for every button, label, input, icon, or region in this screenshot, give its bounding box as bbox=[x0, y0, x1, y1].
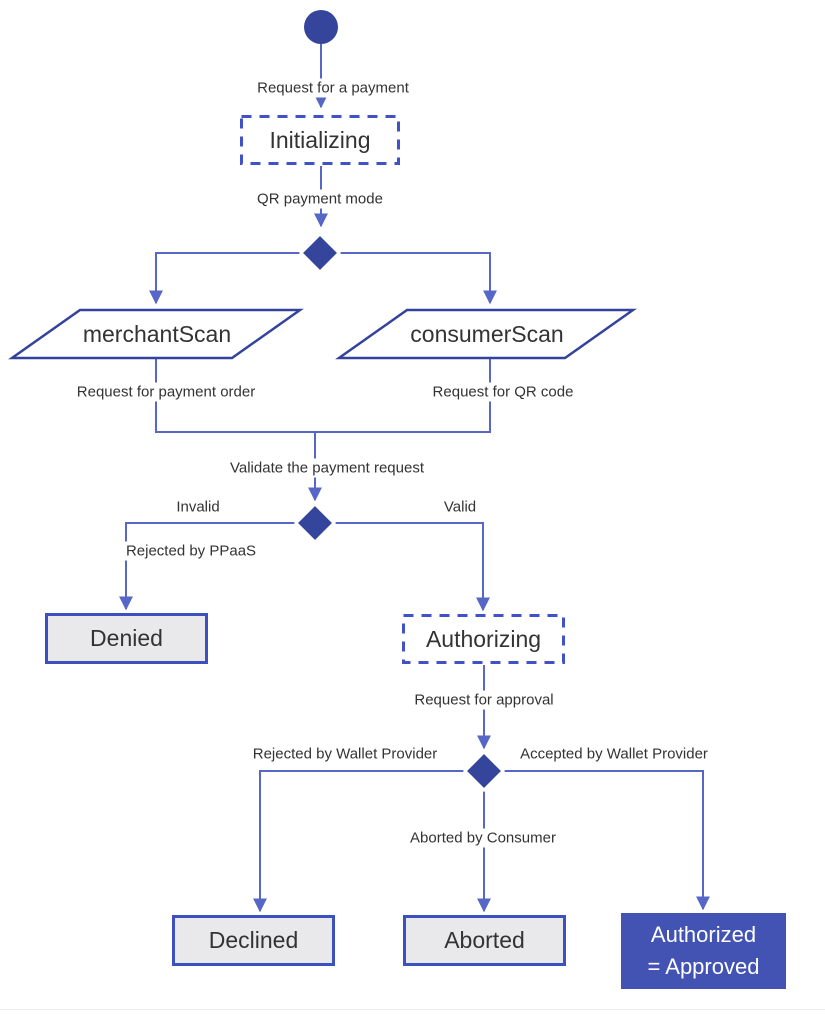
edge-label-request-for-qr-code: Request for QR code bbox=[427, 382, 579, 402]
authorized-line1: Authorized bbox=[650, 922, 757, 948]
qr-mode-decision-diamond bbox=[298, 231, 342, 275]
validation-decision-diamond bbox=[293, 501, 337, 545]
edge-approval-to-declined bbox=[253, 770, 466, 913]
authorizing-dashed-box bbox=[402, 614, 565, 664]
edge-label-request-for-approval: Request for approval bbox=[409, 690, 559, 710]
edge-qr-decision-to-consumerscan bbox=[337, 252, 497, 305]
approval-decision-diamond bbox=[462, 749, 506, 793]
consumerscan-node-label: consumerScan bbox=[410, 320, 564, 347]
edge-qr-decision-to-merchantscan bbox=[149, 252, 303, 305]
merchantscan-parallelogram bbox=[8, 308, 304, 360]
authorized-approved-final-node: Authorized = Approved bbox=[621, 913, 786, 989]
edge-label-aborted-by-consumer: Aborted by Consumer bbox=[405, 828, 561, 848]
edge-label-valid: Valid bbox=[438, 497, 482, 517]
initializing-dashed-box bbox=[240, 115, 400, 165]
denied-terminal-node: Denied bbox=[45, 613, 208, 664]
consumerscan-parallelogram bbox=[335, 308, 637, 360]
edge-label-accepted-by-wallet-provider: Accepted by Wallet Provider bbox=[515, 744, 713, 764]
edge-approval-to-authorized bbox=[502, 770, 710, 911]
start-state-circle bbox=[304, 10, 338, 44]
merchantscan-node-label: merchantScan bbox=[82, 320, 232, 347]
edge-label-validate-payment-request: Validate the payment request bbox=[224, 458, 430, 478]
edge-validation-to-denied bbox=[119, 522, 297, 611]
initializing-state-label: Initializing bbox=[269, 126, 371, 153]
edge-label-rejected-by-wallet-provider: Rejected by Wallet Provider bbox=[247, 744, 443, 764]
edge-label-request-for-payment-order: Request for payment order bbox=[71, 382, 261, 402]
edge-label-qr-payment-mode: QR payment mode bbox=[252, 189, 388, 209]
declined-terminal-node: Declined bbox=[172, 915, 335, 966]
edge-label-invalid: Invalid bbox=[171, 497, 225, 517]
page-bottom-divider bbox=[0, 1009, 825, 1010]
aborted-terminal-node: Aborted bbox=[403, 915, 566, 966]
authorized-line2: = Approved bbox=[647, 954, 760, 979]
edge-label-rejected-by-ppaas: Rejected by PPaaS bbox=[120, 541, 262, 561]
authorizing-state-label: Authorizing bbox=[425, 625, 542, 652]
edge-validation-to-authorizing bbox=[333, 522, 490, 612]
edge-label-request-for-a-payment: Request for a payment bbox=[252, 78, 414, 98]
